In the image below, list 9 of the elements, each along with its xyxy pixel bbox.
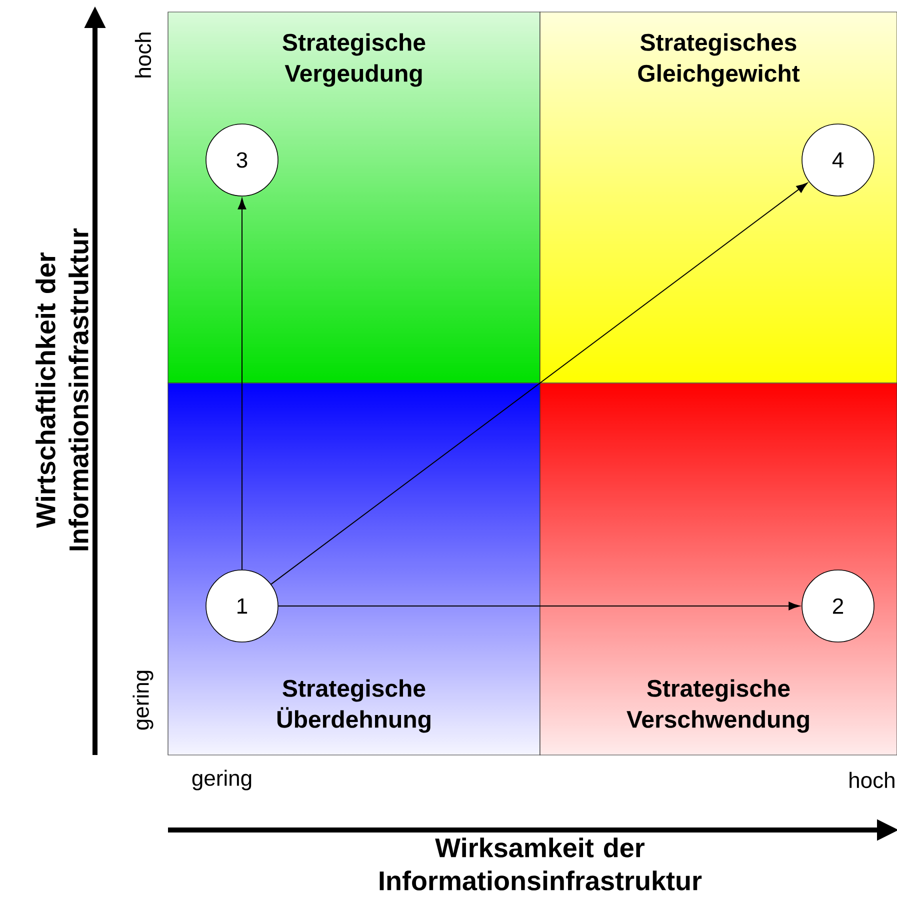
arrow (238, 198, 246, 570)
arrow (270, 182, 808, 585)
axis-tick-label: hoch (850, 772, 894, 788)
arrow (278, 602, 800, 610)
axis-tick-label: hoch (134, 32, 152, 78)
axis-tick-label: gering (192, 770, 252, 790)
axis-title: Wirtschaftlichkeit der Informationsinfrastruktur (36, 228, 88, 550)
axis-tick-label: gering (132, 670, 154, 730)
axis-title: Wirksamkeit der Informationsinfrastruktur (380, 838, 702, 890)
